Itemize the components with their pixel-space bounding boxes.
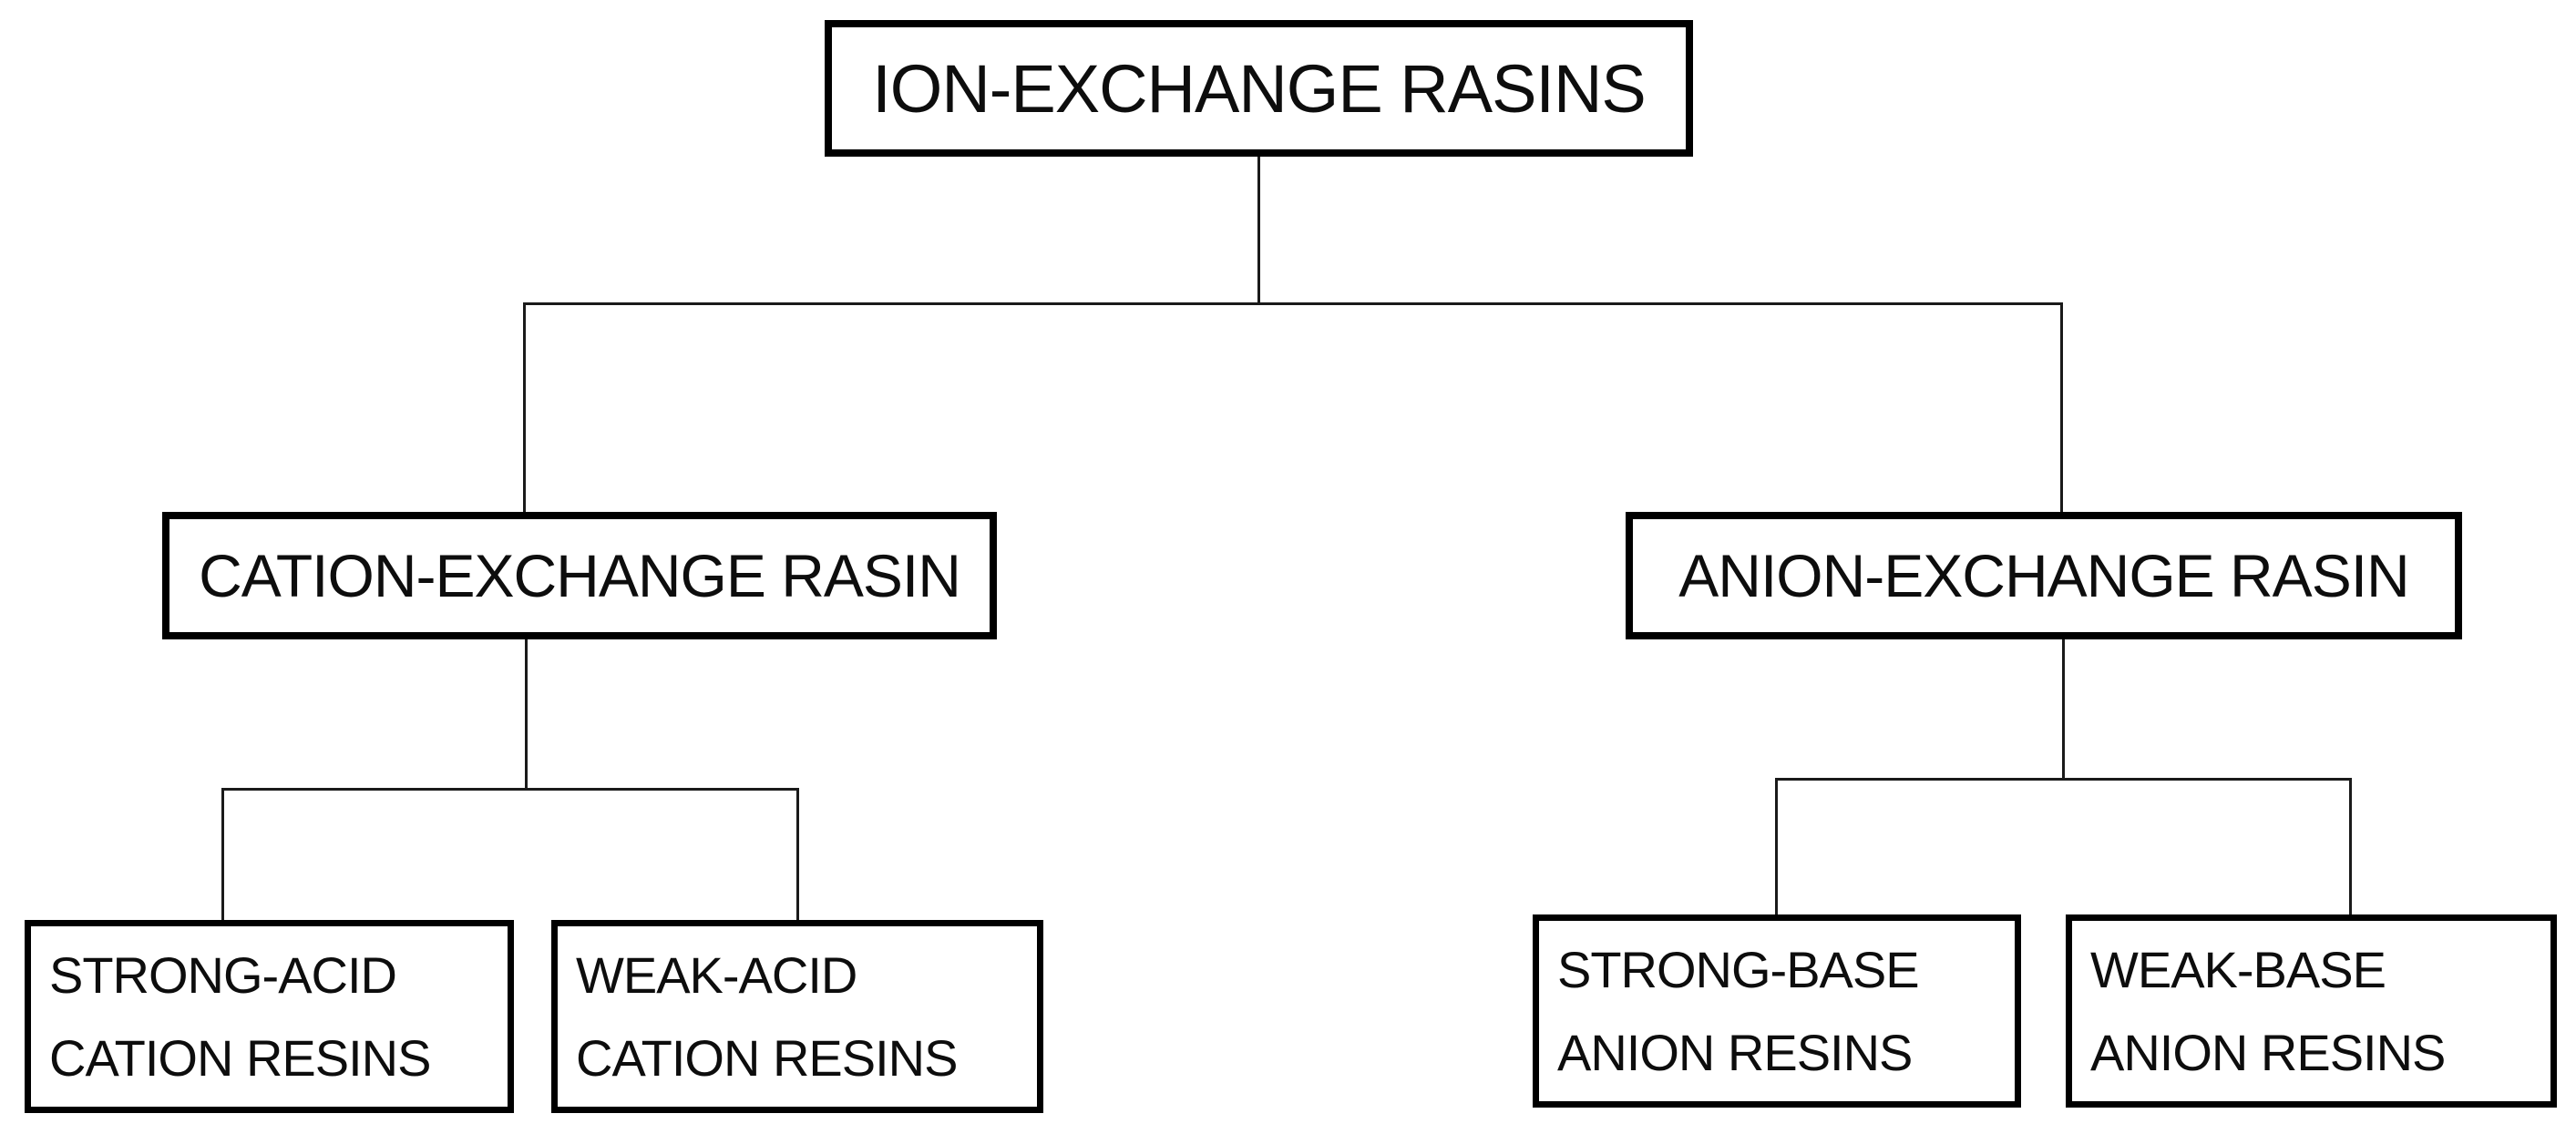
connector-anion-stub	[2062, 639, 2065, 781]
node-anion-exchange-resin-label: ANION-EXCHANGE RASIN	[1678, 542, 2409, 609]
connector-anion-horizontal	[1775, 778, 2352, 781]
node-weak-acid-cation-resins: WEAK-ACID CATION RESINS	[551, 920, 1043, 1113]
node-strong-acid-cation-resins: STRONG-ACID CATION RESINS	[25, 920, 514, 1113]
node-ion-exchange-resins-label: ION-EXCHANGE RASINS	[872, 50, 1647, 127]
connector-drop-strong-acid	[221, 788, 224, 923]
connector-drop-cation	[523, 302, 526, 515]
node-strong-acid-cation-resins-label: STRONG-ACID CATION RESINS	[49, 946, 431, 1087]
node-strong-base-anion-resins: STRONG-BASE ANION RESINS	[1533, 914, 2021, 1108]
node-weak-base-anion-resins: WEAK-BASE ANION RESINS	[2066, 914, 2557, 1108]
connector-drop-weak-acid	[796, 788, 799, 923]
node-weak-acid-cation-resins-label: WEAK-ACID CATION RESINS	[576, 946, 958, 1087]
node-cation-exchange-resin: CATION-EXCHANGE RASIN	[162, 512, 997, 639]
node-ion-exchange-resins: ION-EXCHANGE RASINS	[825, 20, 1693, 157]
node-cation-exchange-resin-label: CATION-EXCHANGE RASIN	[199, 542, 961, 609]
connector-cation-horizontal	[221, 788, 799, 791]
node-strong-base-anion-resins-label: STRONG-BASE ANION RESINS	[1557, 941, 1920, 1081]
connector-drop-strong-base	[1775, 778, 1778, 917]
connector-drop-anion	[2060, 302, 2063, 515]
connector-level1-horizontal	[523, 302, 2063, 305]
connector-drop-weak-base	[2349, 778, 2352, 917]
connector-cation-stub	[525, 639, 528, 791]
connector-root-stub	[1257, 157, 1260, 304]
node-weak-base-anion-resins-label: WEAK-BASE ANION RESINS	[2090, 941, 2446, 1081]
node-anion-exchange-resin: ANION-EXCHANGE RASIN	[1626, 512, 2462, 639]
